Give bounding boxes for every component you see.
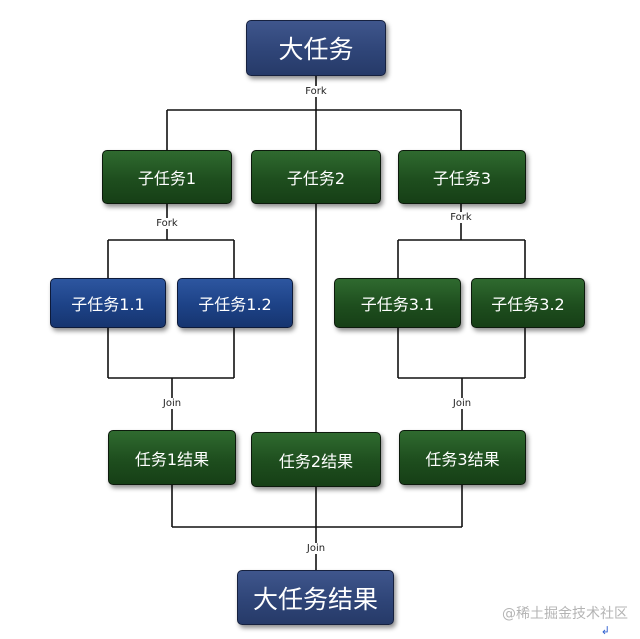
node-result-1: 任务1结果 [108, 430, 236, 485]
node-subtask-3-1: 子任务3.1 [334, 278, 461, 328]
node-subtask-3-2: 子任务3.2 [471, 278, 585, 328]
node-final-result: 大任务结果 [237, 570, 394, 625]
node-subtask-2: 子任务2 [251, 150, 381, 204]
watermark: @稀土掘金技术社区 [502, 606, 628, 622]
node-result-2: 任务2结果 [251, 432, 381, 487]
node-subtask-1-1: 子任务1.1 [50, 278, 166, 328]
node-subtask-1: 子任务1 [102, 150, 232, 204]
join-label-final: Join [305, 543, 327, 554]
enter-icon: ↲ [600, 624, 610, 637]
node-subtask-1-2: 子任务1.2 [177, 278, 293, 328]
join-label-task3: Join [451, 398, 473, 409]
join-label-task1: Join [161, 398, 183, 409]
fork-label-task3: Fork [449, 212, 473, 223]
fork-label-root: Fork [304, 86, 328, 97]
fork-label-task1: Fork [155, 218, 179, 229]
node-result-3: 任务3结果 [399, 430, 526, 485]
node-subtask-3: 子任务3 [398, 150, 526, 204]
node-root-task: 大任务 [246, 20, 386, 76]
